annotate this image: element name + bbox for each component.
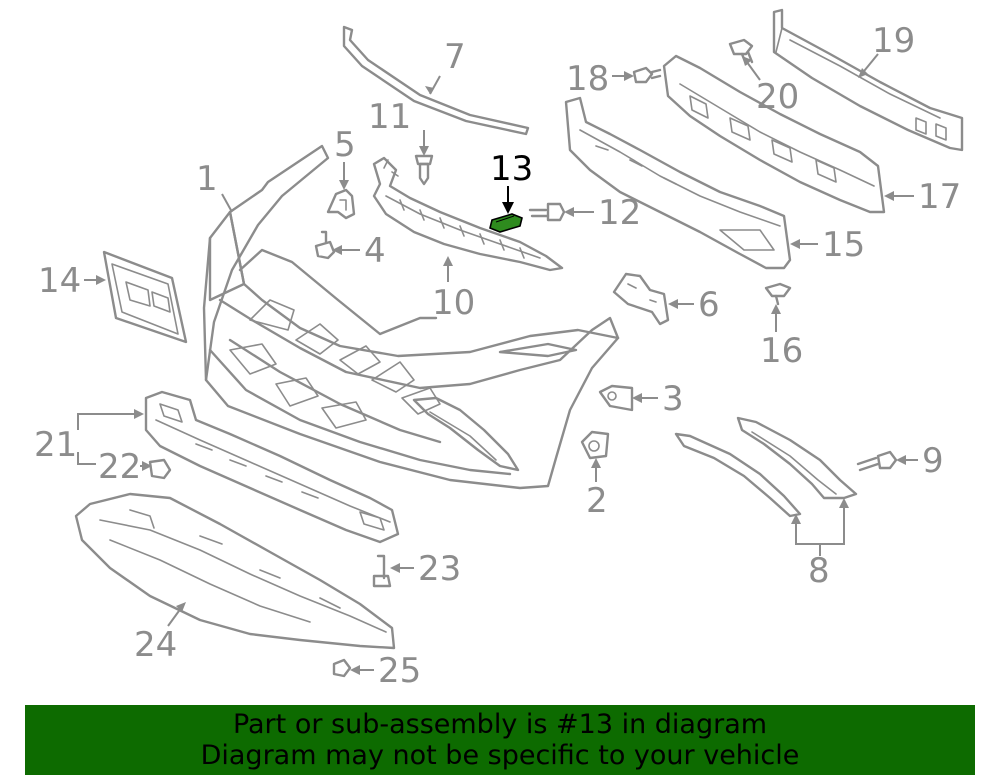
info-banner: Part or sub-assembly is #13 in diagram D… [25, 705, 975, 775]
part-25-screw[interactable] [332, 658, 352, 678]
callout-2: 2 [586, 481, 608, 521]
part-16-push-pin[interactable] [764, 282, 792, 306]
part-4-clip[interactable] [314, 230, 336, 260]
callout-23: 23 [418, 549, 461, 589]
callout-14: 14 [38, 261, 81, 301]
part-14-license-bracket[interactable] [102, 250, 188, 344]
part-5-bracket[interactable] [326, 188, 356, 220]
leader-lines [77, 53, 918, 675]
callout-4: 4 [364, 231, 386, 271]
part-8-moldings[interactable] [674, 416, 858, 518]
callout-22: 22 [98, 447, 141, 487]
part-2-bracket[interactable] [580, 430, 610, 460]
callout-5: 5 [334, 125, 356, 165]
part-12-bolt[interactable] [528, 202, 566, 222]
part-3-bracket[interactable] [598, 384, 634, 412]
part-18-bolt[interactable] [632, 66, 662, 84]
callout-16: 16 [760, 331, 803, 371]
banner-line-2: Diagram may not be specific to your vehi… [200, 740, 800, 771]
part-11-clip[interactable] [414, 154, 434, 186]
callout-15: 15 [822, 225, 865, 265]
callout-1: 1 [196, 159, 218, 199]
part-10-upper-retainer[interactable] [372, 156, 564, 272]
part-17-impact-absorber[interactable] [662, 54, 886, 214]
callout-11: 11 [368, 97, 411, 137]
callout-7: 7 [444, 37, 466, 77]
banner-line-1: Part or sub-assembly is #13 in diagram [232, 709, 768, 740]
callout-10: 10 [432, 283, 475, 323]
callout-24: 24 [134, 625, 177, 665]
callout-3: 3 [662, 379, 684, 419]
part-13-highlighted[interactable] [489, 213, 523, 233]
callout-12: 12 [598, 193, 641, 233]
callout-9: 9 [922, 441, 944, 481]
parts-diagram: 1 2 3 4 5 6 7 8 9 10 11 13 12 14 15 16 1… [34, 8, 964, 691]
callout-8: 8 [808, 551, 830, 591]
callout-17: 17 [918, 177, 961, 217]
part-15-absorber[interactable] [564, 96, 792, 270]
part-6-side-bracket[interactable] [612, 272, 670, 326]
callout-25: 25 [378, 651, 421, 691]
part-1-bumper-cover[interactable] [202, 144, 620, 490]
part-19-reinforcement[interactable] [772, 8, 964, 152]
callout-6: 6 [698, 285, 720, 325]
part-22-clip[interactable] [148, 458, 172, 480]
part-24-under-cover[interactable] [74, 492, 396, 650]
callout-13: 13 [490, 149, 533, 189]
callout-18: 18 [566, 59, 609, 99]
part-21-lower-support[interactable] [144, 390, 400, 544]
callout-20: 20 [756, 77, 799, 117]
part-9-bolt[interactable] [856, 450, 898, 472]
part-23-bolt[interactable] [372, 554, 392, 588]
callout-21: 21 [34, 425, 77, 465]
callout-19: 19 [872, 21, 915, 61]
part-7-molding[interactable] [342, 25, 530, 136]
callout-labels: 1 2 3 4 5 6 7 8 9 10 11 13 12 14 15 16 1… [34, 21, 961, 691]
